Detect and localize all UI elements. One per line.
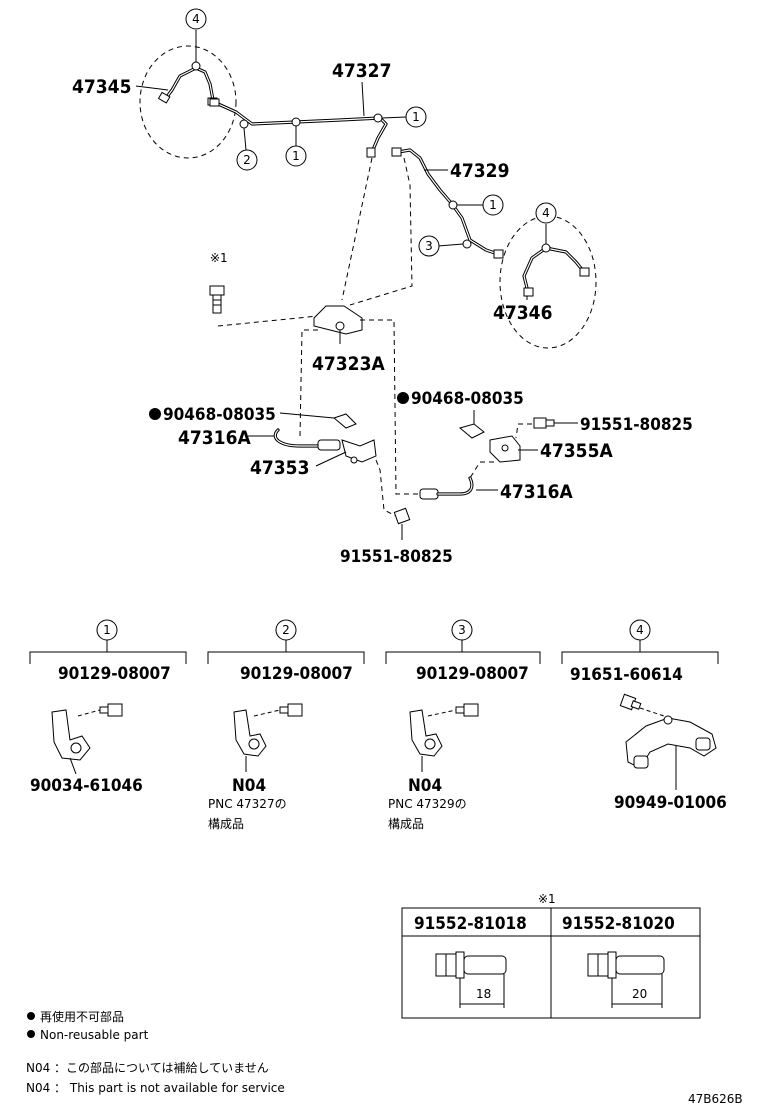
bolt-18-length: 18	[476, 987, 491, 1001]
bolt-table: ※1 91552-81018 91552-81020 18 20	[401, 892, 701, 1019]
svg-text:1: 1	[292, 149, 300, 163]
label-47329: 47329	[450, 160, 509, 182]
note-mark-1: ※1	[210, 251, 228, 265]
detail-4-bolt[interactable]	[619, 693, 642, 711]
bolt-91552-81020[interactable]	[587, 951, 665, 979]
detail-4-part-label: 90949-01006	[614, 793, 727, 813]
svg-text:1: 1	[489, 198, 497, 212]
svg-text:2: 2	[282, 623, 290, 637]
label-47353: 47353	[250, 457, 309, 479]
bolt-91552-81018[interactable]	[435, 951, 507, 979]
legend-line-1: 再使用不可部品	[40, 1009, 124, 1024]
detail-ellipse-right	[499, 215, 597, 349]
label-47316A-left: 47316A	[178, 427, 251, 449]
svg-text:4: 4	[192, 12, 200, 26]
detail-3-bolt-label: 90129-08007	[416, 664, 529, 684]
label-47327: 47327	[332, 60, 391, 82]
detail-2-note-1: PNC 47327の	[208, 797, 287, 811]
clip-90468-right[interactable]	[458, 423, 485, 439]
tube-47345[interactable]	[157, 66, 218, 106]
detail-4: 4 91651-60614 90949-01006	[561, 619, 727, 813]
tube-47346[interactable]	[522, 246, 590, 297]
junction-47323A[interactable]	[313, 305, 363, 344]
bolt-note-1[interactable]	[209, 285, 225, 314]
detail-2-clamp[interactable]	[233, 709, 267, 757]
label-47346: 47346	[493, 302, 552, 324]
detail-1-part-label: 90034-61046	[30, 776, 143, 796]
legend-n04-jp: N04 ：この部品については補給していません	[26, 1060, 269, 1075]
detail-4-bolt-label: 91651-60614	[570, 665, 683, 685]
svg-text:1: 1	[103, 623, 111, 637]
bolt-table-col1-part: 91552-81018	[414, 914, 527, 934]
detail-3-note-2: 構成品	[388, 817, 424, 831]
label-91551-bottom: 91551-80825	[340, 547, 453, 567]
callout-4-top-left: 4	[185, 8, 207, 30]
detail-2-note-2: 構成品	[208, 817, 244, 831]
detail-2-bolt-label: 90129-08007	[240, 664, 353, 684]
callout-2-top: 2	[236, 149, 258, 171]
detail-4-clamp[interactable]	[625, 715, 717, 769]
detail-3-note-1: PNC 47329の	[388, 797, 467, 811]
svg-text:1: 1	[412, 110, 420, 124]
svg-text:4: 4	[542, 206, 550, 220]
bolt-91551-right[interactable]	[533, 417, 555, 429]
bolt-91551-bottom[interactable]	[393, 507, 411, 525]
svg-text:4: 4	[636, 623, 644, 637]
detail-3-part-label: N04	[408, 776, 442, 796]
detail-1-bolt[interactable]	[99, 703, 123, 717]
detail-1: 1 90129-08007 90034-61046	[29, 619, 187, 796]
legend-n04-en: N04 ： This part is not available for ser…	[26, 1081, 285, 1095]
detail-1-bolt-label: 90129-08007	[58, 664, 171, 684]
hose-47316A-right[interactable]	[419, 476, 474, 500]
label-47345: 47345	[72, 76, 131, 98]
label-47355A: 47355A	[540, 440, 613, 462]
bolt-table-mark: ※1	[538, 892, 556, 906]
legend-line-2: Non-reusable part	[40, 1028, 149, 1042]
label-47323A: 47323A	[312, 353, 385, 375]
hose-47316A-left[interactable]	[273, 428, 341, 451]
detail-3-bolt[interactable]	[455, 703, 479, 717]
bracket-47355A[interactable]	[489, 435, 521, 463]
callout-4-top-right: 4	[535, 202, 557, 224]
diagram-code: 47B626B	[688, 1092, 743, 1106]
legend: 再使用不可部品 Non-reusable part N04 ：この部品については…	[26, 1009, 285, 1095]
bolt-20-length: 20	[632, 987, 647, 1001]
detail-3: 3 90129-08007 N04 PNC 47329の 構成品	[385, 619, 541, 831]
clip-90468-left[interactable]	[332, 413, 357, 429]
label-90468-right: 90468-08035	[411, 389, 524, 409]
label-90468-left: 90468-08035	[163, 405, 276, 425]
callout-1-top-c: 1	[482, 194, 504, 216]
detail-2-bolt[interactable]	[279, 703, 303, 717]
svg-text:3: 3	[425, 239, 433, 253]
label-91551-right: 91551-80825	[580, 415, 693, 435]
svg-text:2: 2	[243, 153, 251, 167]
callout-1-top-a: 1	[285, 145, 307, 167]
detail-1-clamp[interactable]	[51, 709, 91, 761]
detail-3-clamp[interactable]	[409, 709, 443, 757]
detail-ellipse-left	[139, 45, 237, 159]
callout-3-top: 3	[418, 235, 440, 257]
tube-47327[interactable]	[209, 98, 388, 158]
tube-47329[interactable]	[391, 147, 504, 259]
svg-text:3: 3	[458, 623, 466, 637]
detail-2-part-label: N04	[232, 776, 266, 796]
callout-1-top-b: 1	[405, 106, 427, 128]
detail-2: 2 90129-08007 N04 PNC 47327の 構成品	[207, 619, 365, 831]
bolt-table-col2-part: 91552-81020	[562, 914, 675, 934]
bracket-47353[interactable]	[341, 439, 377, 464]
label-47316A-right: 47316A	[500, 481, 573, 503]
